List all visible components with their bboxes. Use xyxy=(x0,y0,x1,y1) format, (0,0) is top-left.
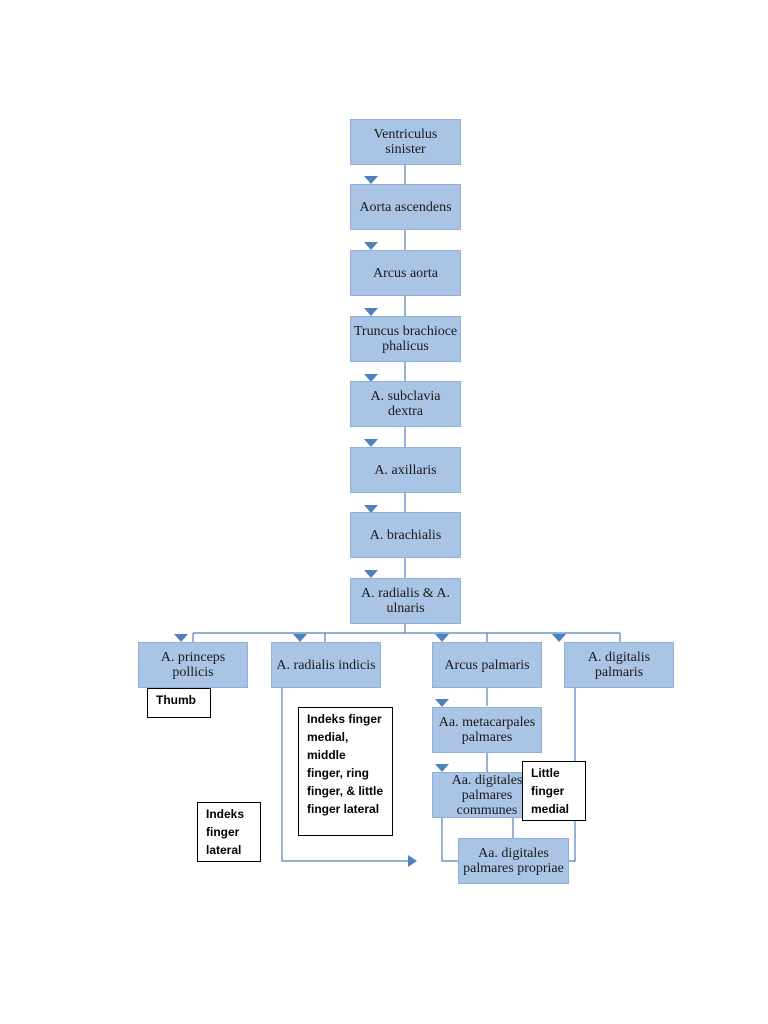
arrow xyxy=(364,505,378,513)
arrow xyxy=(408,855,417,867)
box-metacarpales-palmares: Aa. metacarpales palmares xyxy=(432,707,542,753)
box-arcus-aorta: Arcus aorta xyxy=(350,250,461,296)
note-thumb: Thumb xyxy=(147,688,211,718)
note-indeks-lateral: Indeks finger lateral xyxy=(197,802,261,862)
box-arcus-palmaris: Arcus palmaris xyxy=(432,642,542,688)
arrow xyxy=(364,374,378,382)
arrow xyxy=(435,634,449,642)
arrow xyxy=(435,699,449,707)
arrow xyxy=(364,439,378,447)
arrow xyxy=(552,634,566,642)
box-truncus-brachiocephalicus: Truncus brachiocephalicus xyxy=(350,316,461,362)
box-subclavia-dextra: A. subclavia dextra xyxy=(350,381,461,427)
box-brachialis: A. brachialis xyxy=(350,512,461,558)
radialis-path xyxy=(281,688,412,862)
arrow xyxy=(364,242,378,250)
box-axillaris: A. axillaris xyxy=(350,447,461,493)
arrow xyxy=(364,176,378,184)
arrow xyxy=(364,570,378,578)
box-ventriculus-sinister: Ventriculus sinister xyxy=(350,119,461,165)
box-radialis-ulnaris: A. radialis & A. ulnaris xyxy=(350,578,461,624)
arrow xyxy=(293,634,307,642)
arrow xyxy=(435,764,449,772)
box-aorta-ascendens: Aorta ascendens xyxy=(350,184,461,230)
digitalis-path xyxy=(569,688,576,862)
box-radialis-indicis: A. radialis indicis xyxy=(271,642,381,688)
note-indeks-medial: Indeks finger medial, middle finger, rin… xyxy=(298,707,393,836)
box-digitales-propriae: Aa. digitales palmares propriae xyxy=(458,838,569,884)
note-little-finger-medial: Little finger medial xyxy=(522,761,586,821)
box-princeps-pollicis: A. princeps pollicis xyxy=(138,642,248,688)
arrow xyxy=(174,634,188,642)
box-digitalis-palmaris: A. digitalis palmaris xyxy=(564,642,674,688)
arrow xyxy=(364,308,378,316)
